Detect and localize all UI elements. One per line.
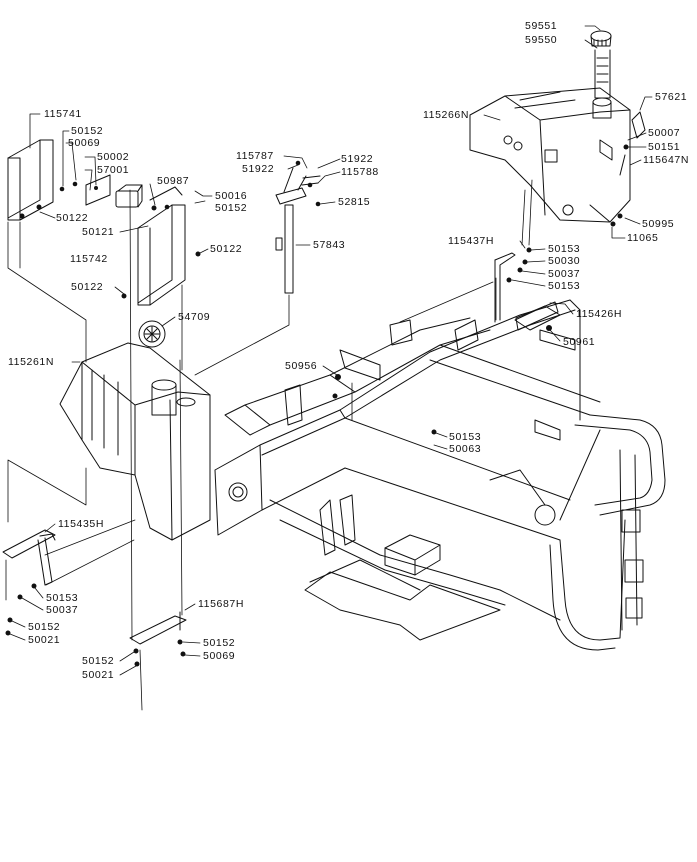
callout-115742: 115742 [70,253,108,265]
tank-filler-neck [590,30,612,119]
fasteners [5,144,629,667]
callout-50007: 50007 [648,127,681,139]
callout-115687H: 115687H [198,598,245,610]
callout-50069-b: 50069 [203,650,236,662]
callout-50037-b: 50037 [46,604,79,616]
callout-50152-c: 50152 [28,621,61,633]
fuel-sender-57843 [275,167,321,294]
callout-115787: 115787 [236,150,274,162]
callout-115788: 115788 [341,166,379,178]
callout-115261N: 115261N [8,356,55,368]
bracket-115426H [515,301,559,331]
callout-50153-d: 50153 [46,592,79,604]
bracket-115435H [2,529,56,586]
callout-50002: 50002 [97,151,130,163]
callout-115435H: 115435H [58,518,105,530]
chassis-frame [214,299,666,651]
callout-50021-b: 50021 [82,669,115,681]
callout-50122-b: 50122 [210,243,243,255]
callout-50153-c: 50153 [449,431,482,443]
callout-50021-a: 50021 [28,634,61,646]
callout-50995: 50995 [642,218,675,230]
callout-11065: 11065 [627,232,659,244]
callout-50153-b: 50153 [548,280,581,292]
callout-50037-a: 50037 [548,268,581,280]
alignment-lines [5,179,533,711]
callout-51922-b: 51922 [341,153,374,165]
callout-115741: 115741 [44,108,82,120]
callout-50152-e: 50152 [82,655,115,667]
callout-50030: 50030 [548,255,581,267]
callout-50152-a: 50152 [71,125,104,137]
callout-54709: 54709 [178,311,211,323]
callout-50153-a: 50153 [548,243,581,255]
bracket-50002 [85,174,111,206]
valve-57001 [115,184,143,208]
callout-50122-a: 50122 [56,212,89,224]
callout-50016: 50016 [215,190,248,202]
callout-50961: 50961 [563,336,596,348]
fuel-tank-115261N [59,320,211,541]
callout-50987: 50987 [157,175,190,187]
bracket-115437H [494,252,516,323]
callout-59551: 59551 [525,20,558,32]
callout-50151: 50151 [648,141,681,153]
callout-50956: 50956 [285,360,318,372]
callout-50121: 50121 [82,226,115,238]
callout-50069-a: 50069 [68,137,101,149]
callout-115266N: 115266N [423,109,470,121]
callout-115426H: 115426H [576,308,623,320]
callout-115647N: 115647N [643,154,690,166]
callout-59550: 59550 [525,34,558,46]
leader-lines [9,25,653,676]
callout-57621: 57621 [655,91,688,103]
callout-115437H: 115437H [448,235,495,247]
callout-50122-c: 50122 [71,281,104,293]
panel-115741 [7,139,54,221]
bracket-115687H [129,611,187,645]
callout-50152-d: 50152 [203,637,236,649]
callout-57001: 57001 [97,164,130,176]
callout-50063: 50063 [449,443,482,455]
hydraulic-tank-right [469,87,646,223]
panel-115742 [137,186,186,306]
callout-51922-a: 51922 [242,163,275,175]
deck-plate [269,494,561,641]
callout-57843: 57843 [313,239,346,251]
callout-52815: 52815 [338,196,371,208]
callout-50152-b: 50152 [215,202,248,214]
